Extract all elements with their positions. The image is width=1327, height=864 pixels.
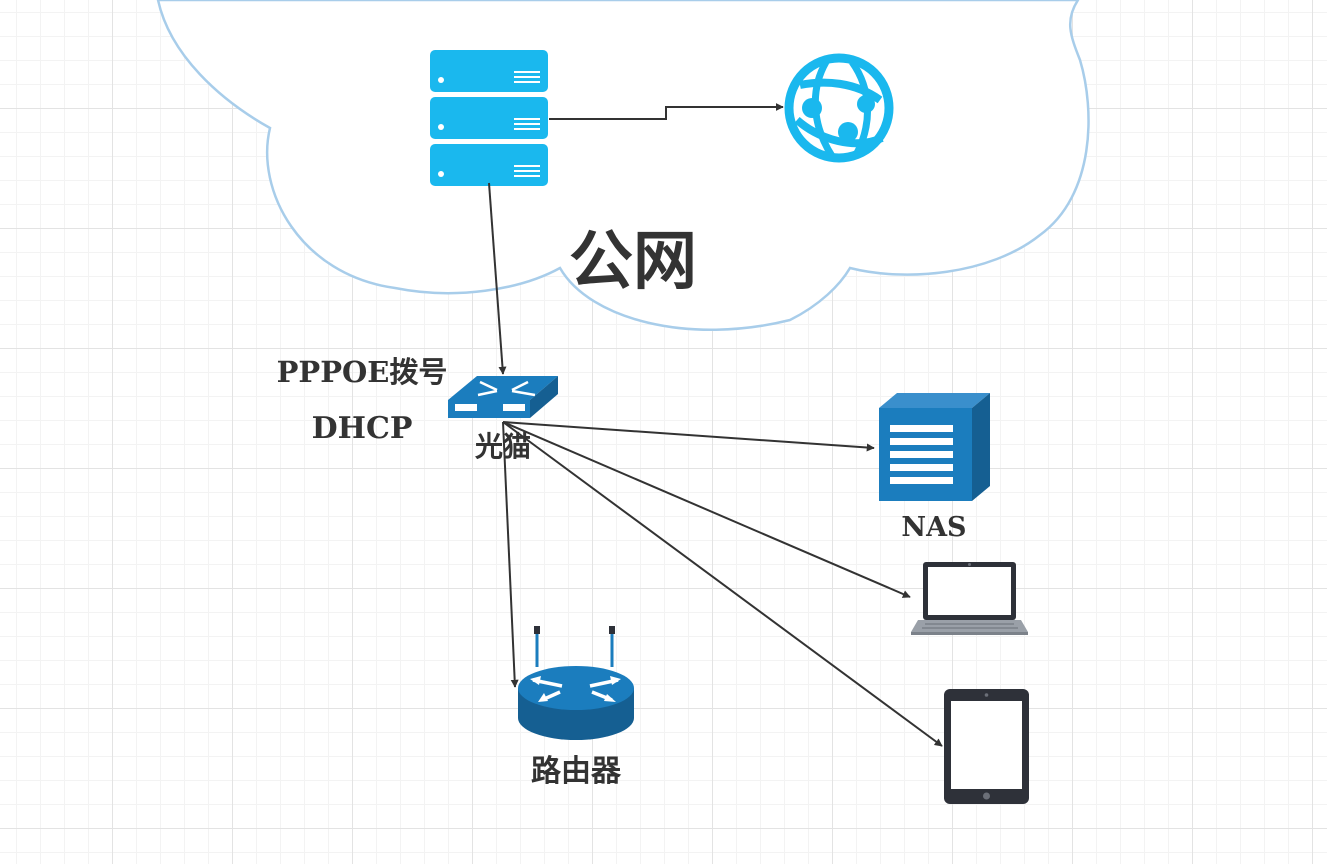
router-icon	[518, 626, 634, 740]
edges	[488, 103, 943, 747]
dhcp-label: DHCP	[312, 411, 413, 446]
edge-modem-laptop	[502, 421, 911, 598]
edge-modem-nas	[502, 421, 875, 452]
edge-server-globe	[549, 103, 784, 120]
laptop-icon	[911, 562, 1028, 635]
cloud-label: 公网	[569, 225, 697, 299]
modem-label: 光猫	[474, 430, 531, 463]
globe-icon	[784, 53, 894, 163]
pppoe-label: PPPOE拨号	[277, 355, 448, 389]
nas-icon	[879, 393, 990, 501]
edge-modem-router	[502, 421, 519, 688]
tablet-icon	[944, 689, 1029, 804]
server-icon	[430, 50, 548, 186]
router-label: 路由器	[531, 754, 622, 789]
edge-modem-tablet	[502, 421, 943, 747]
modem-icon	[448, 376, 558, 418]
edge-server-modem	[488, 182, 507, 375]
nas-label: NAS	[901, 512, 966, 543]
